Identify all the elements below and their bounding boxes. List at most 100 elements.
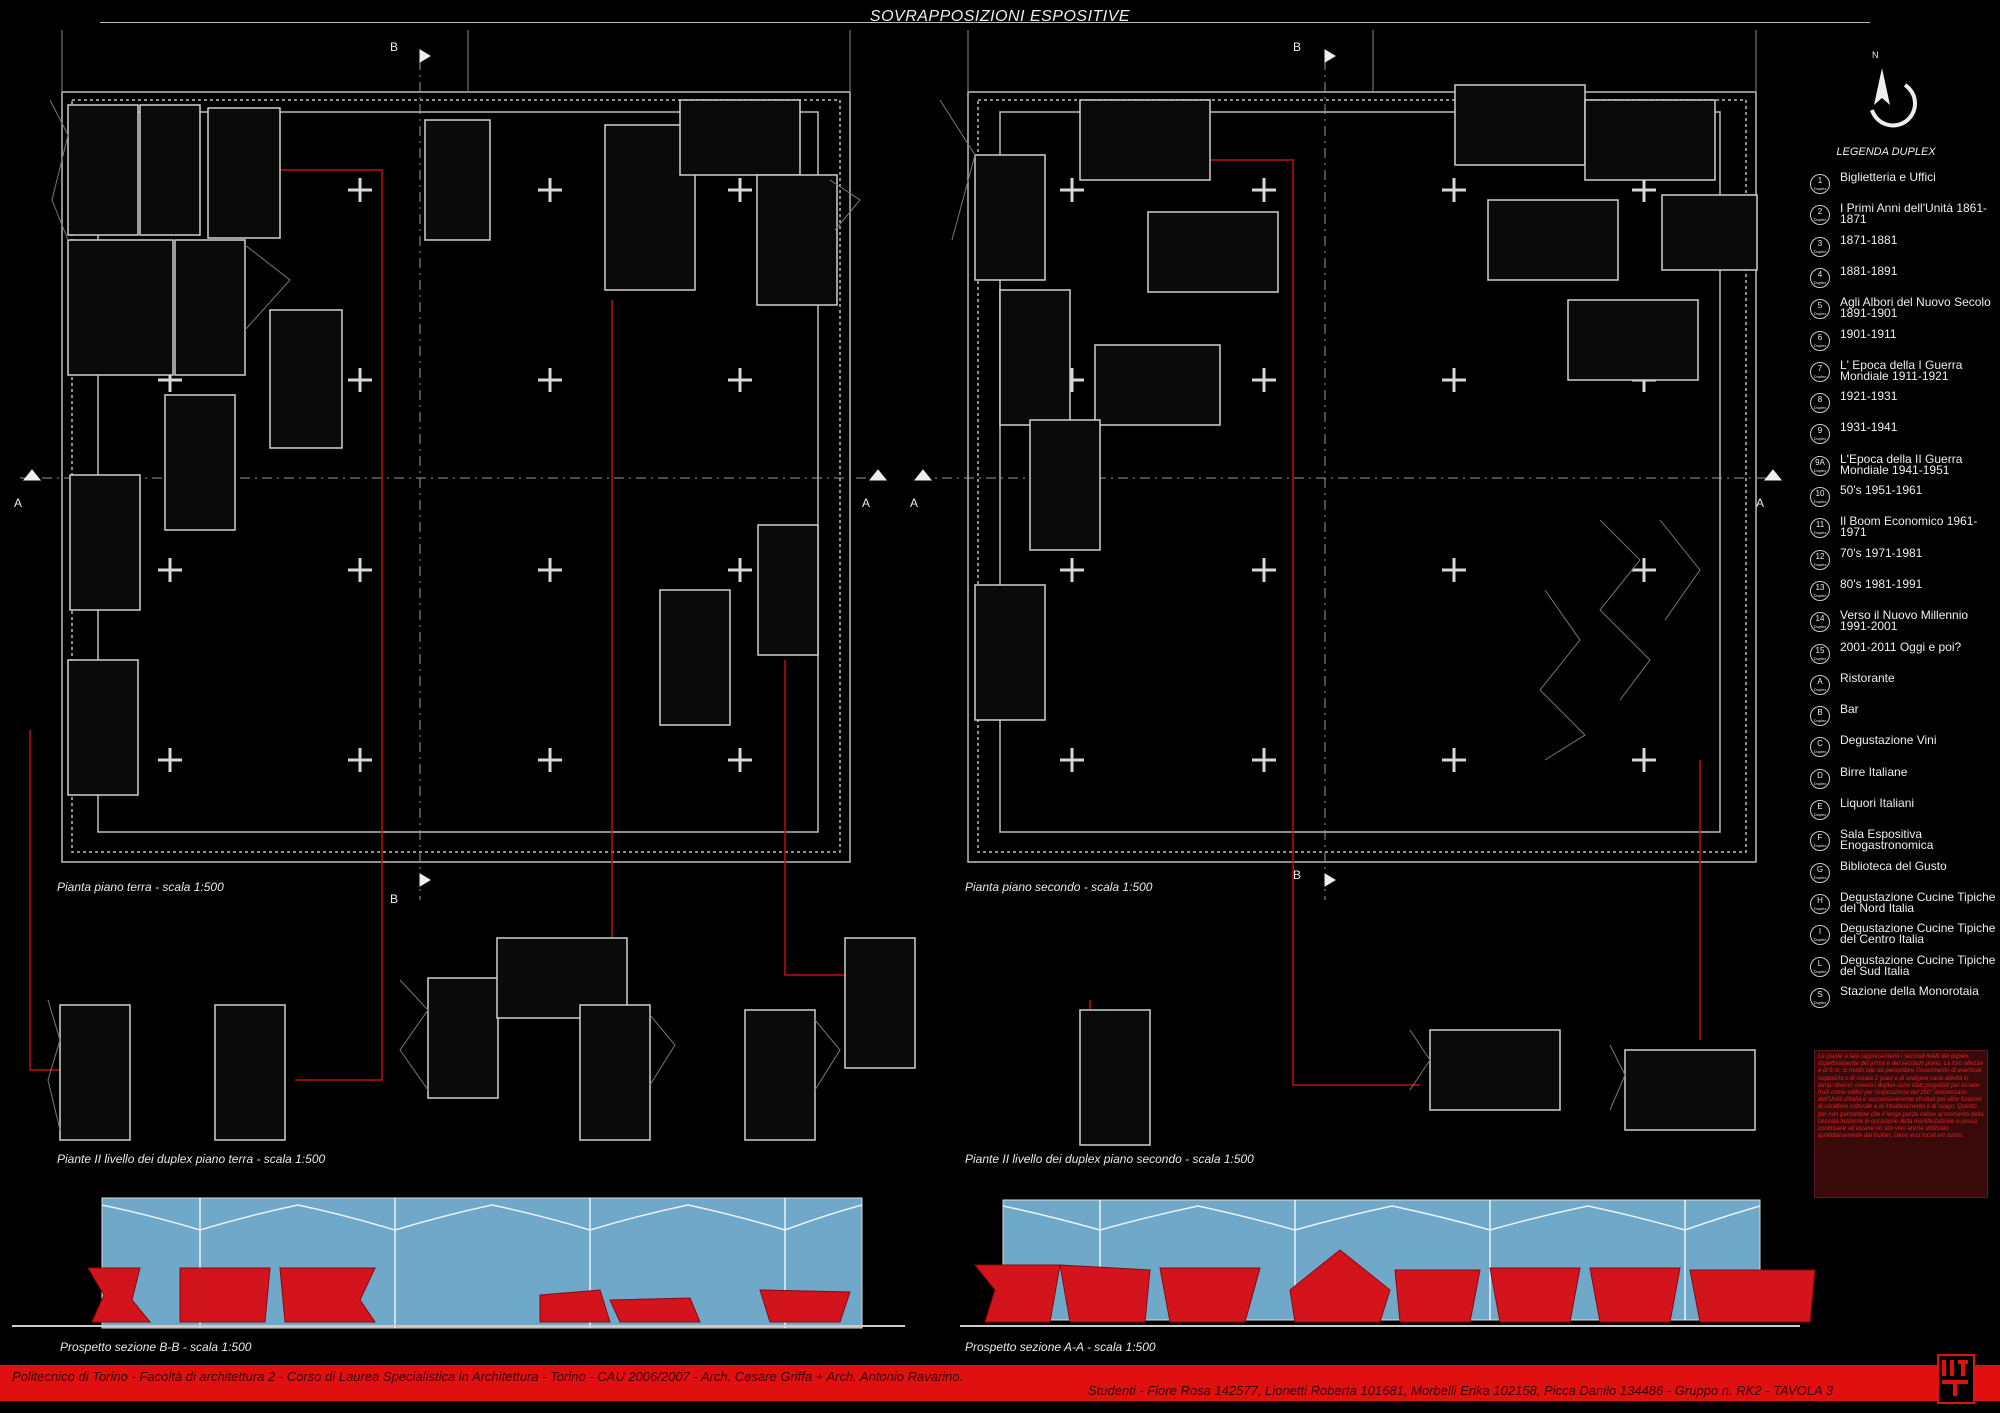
- legend-code-caption: Duplex: [1813, 311, 1827, 317]
- section-mark-a-second: A: [910, 496, 919, 510]
- legend-code-caption: Duplex: [1813, 373, 1827, 379]
- caption-ground-floor: Pianta piano terra - scala 1:500: [57, 880, 224, 894]
- legend-label: Degustazione Cucine Tipiche del Centro I…: [1840, 921, 1996, 947]
- legend-code: 4: [1817, 269, 1823, 279]
- legend-label: Ristorante: [1840, 670, 1895, 685]
- footer-students: Studenti - Fiore Rosa 142577, Lionetti R…: [1088, 1383, 1834, 1398]
- legend-label: 1931-1941: [1840, 420, 1898, 435]
- legend-code: E: [1817, 802, 1823, 811]
- legend-code-caption: Duplex: [1813, 217, 1827, 223]
- legend-code: C: [1817, 739, 1823, 749]
- legend-code: 13: [1815, 582, 1825, 592]
- section-bb: [12, 1197, 905, 1329]
- legend-code: 7: [1817, 363, 1823, 373]
- section-mark-a-left: A: [14, 496, 23, 510]
- legend-code-caption: Duplex: [1813, 999, 1827, 1005]
- legend-code-caption: Duplex: [1813, 405, 1827, 411]
- legend-label: 1871-1881: [1840, 232, 1898, 247]
- legend-code: 9A: [1815, 457, 1825, 467]
- legend-label: 1881-1891: [1840, 263, 1898, 278]
- legend-label: Biblioteca del Gusto: [1840, 858, 1947, 873]
- legend-label: Degustazione Cucine Tipiche del Nord Ita…: [1840, 889, 1996, 915]
- legend-code: 1: [1817, 176, 1823, 185]
- footer-credits: Politecnico di Torino - Facoltà di archi…: [12, 1369, 964, 1384]
- legend-label: Agli Albori del Nuovo Secolo 1891-1901: [1840, 295, 1991, 321]
- caption-duplex-second: Piante II livello dei duplex piano secon…: [965, 1152, 1254, 1166]
- legend-code-caption: Duplex: [1813, 530, 1827, 536]
- legend-code-caption: Duplex: [1813, 655, 1827, 661]
- legend-code: I: [1818, 927, 1822, 937]
- section-mark-b-top-right: B: [1293, 40, 1302, 54]
- legend-code: 11: [1815, 520, 1825, 530]
- caption-second-floor: Pianta piano secondo - scala 1:500: [965, 880, 1153, 894]
- legend-code: A: [1817, 676, 1823, 686]
- legend-code: H: [1817, 895, 1823, 905]
- legend-code-caption: Duplex: [1813, 499, 1827, 504]
- legend-code: 2: [1817, 207, 1823, 217]
- section-mark-b-bottom-right: B: [1293, 868, 1302, 882]
- legend-code: S: [1817, 989, 1823, 999]
- legend-label: Biglietteria e Uffici: [1840, 170, 1936, 184]
- compass-north-label: N: [1872, 50, 1879, 60]
- legend-label: L'Epoca della II Guerra Mondiale 1941-19…: [1840, 451, 1963, 477]
- legend-code: 8: [1817, 395, 1823, 405]
- legend-code: 15: [1815, 645, 1825, 655]
- note-box: Le piante a lato rappresentano i secondi…: [1814, 1050, 1988, 1198]
- legend-code: 12: [1815, 551, 1825, 561]
- group-logo-icon: [1937, 1354, 1975, 1404]
- legend-code-caption: Duplex: [1813, 186, 1827, 191]
- legend-label: Il Boom Economico 1961-1971: [1840, 514, 1978, 540]
- legend-label: 1901-1911: [1840, 326, 1897, 341]
- legend-code: 6: [1817, 332, 1823, 342]
- title-rule: [100, 22, 1870, 23]
- caption-section-bb: Prospetto sezione B-B - scala 1:500: [60, 1340, 252, 1354]
- caption-section-aa: Prospetto sezione A-A - scala 1:500: [965, 1340, 1156, 1354]
- legend-code: D: [1817, 770, 1823, 780]
- legend-code-caption: Duplex: [1813, 279, 1827, 285]
- legend-code-caption: Duplex: [1813, 905, 1827, 911]
- legend-label: Birre Italiane: [1840, 764, 1908, 779]
- legend-label: 2001-2011 Oggi e poi?: [1840, 639, 1962, 654]
- legend-code-caption: Duplex: [1813, 968, 1827, 974]
- legend-label: 80's 1981-1991: [1840, 576, 1923, 591]
- page-title: SOVRAPPOSIZIONI ESPOSITIVE: [869, 8, 1131, 25]
- legend-title: LEGENDA DUPLEX: [1836, 146, 1936, 158]
- legend-label: 70's 1971-1981: [1840, 545, 1923, 560]
- section-mark-b-top-left: B: [390, 40, 399, 54]
